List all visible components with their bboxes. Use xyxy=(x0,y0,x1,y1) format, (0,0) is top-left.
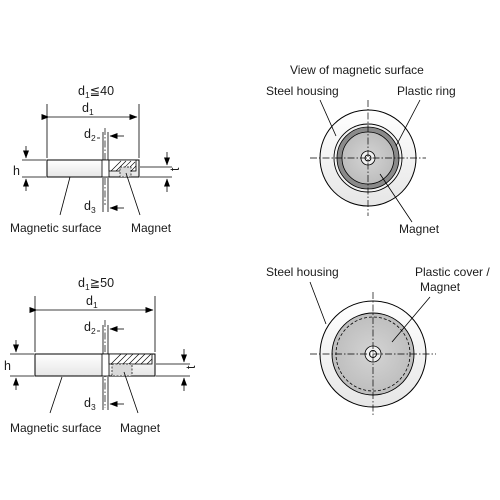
steel-housing-label-small: Steel housing xyxy=(266,84,339,98)
d3-label-small: d3 xyxy=(84,199,96,215)
d2-label-small: d2 xyxy=(84,127,96,143)
d1-label-large: d1 xyxy=(86,294,98,310)
magnetic-surface-label-large: Magnetic surface xyxy=(10,421,102,435)
magnet-label-small: Magnet xyxy=(131,221,172,235)
h-label-small: h xyxy=(13,164,20,178)
plastic-ring-label: Plastic ring xyxy=(397,84,456,98)
view-title: View of magnetic surface xyxy=(290,63,424,77)
d2-label-large: d2 xyxy=(84,320,96,336)
magnet-label-surface: Magnet xyxy=(399,222,440,236)
size-condition-small: d1≦40 xyxy=(78,84,114,100)
d3-label-large: d3 xyxy=(84,396,96,412)
plastic-cover-section-large xyxy=(108,353,153,365)
plastic-cover-label-line2: Magnet xyxy=(420,280,461,294)
plastic-cover-label-line1: Plastic cover / xyxy=(415,265,490,279)
surface-view-large: Steel housing Plastic cover / Magnet xyxy=(266,265,490,416)
steel-housing-label-large: Steel housing xyxy=(266,265,339,279)
d1-label-small: d1 xyxy=(82,101,94,117)
h-label-large: h xyxy=(4,359,11,373)
section-view-large: d1≧50 d1 d2 h xyxy=(4,276,198,435)
surface-view-small: View of magnetic surface Steel housing P… xyxy=(266,63,456,236)
t-label-large: t xyxy=(184,365,198,369)
section-view-small: d1≦40 d1 d2 xyxy=(10,84,182,235)
t-label-small: t xyxy=(168,167,182,171)
magnetic-surface-label-small: Magnetic surface xyxy=(10,221,102,235)
magnet-section-large xyxy=(111,363,133,377)
size-condition-large: d1≧50 xyxy=(78,276,114,292)
magnet-section-small xyxy=(119,166,132,178)
magnet-label-large: Magnet xyxy=(120,421,161,435)
